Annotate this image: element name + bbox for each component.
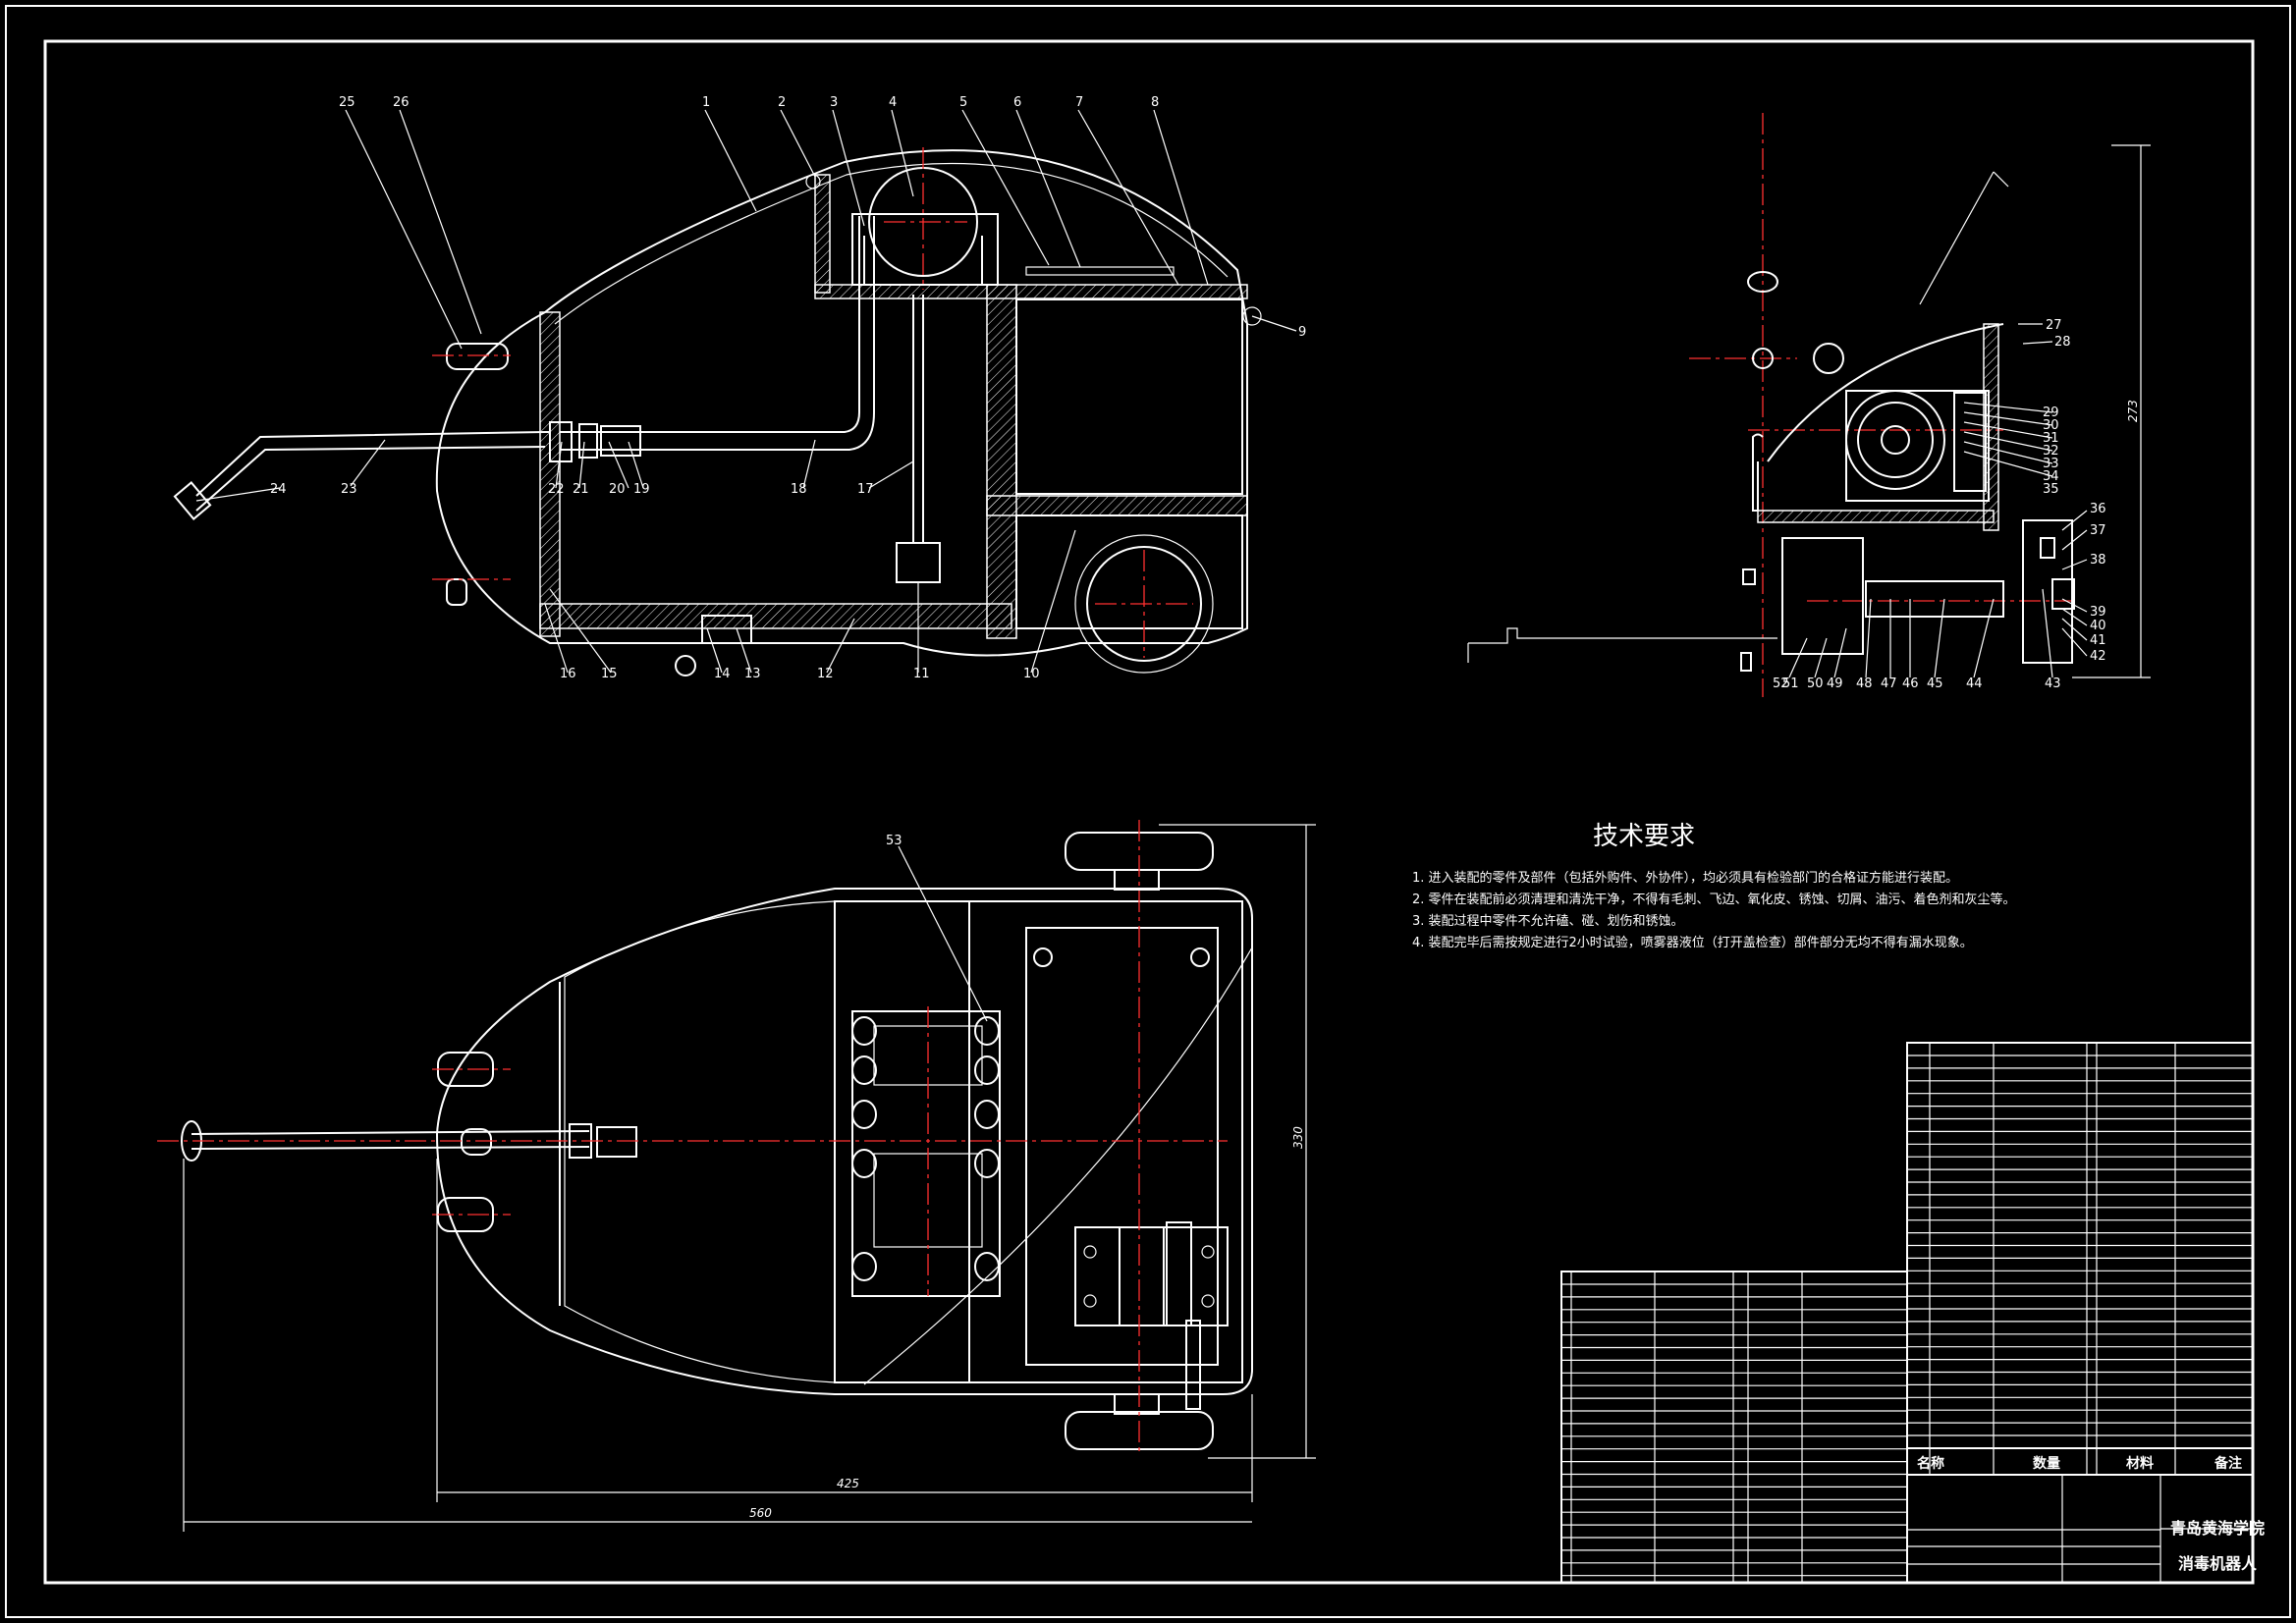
callout-41: 41: [2090, 633, 2106, 648]
callout-39: 39: [2090, 605, 2106, 620]
callout-23: 23: [341, 482, 357, 497]
inner-border: [43, 39, 2255, 1585]
callout-24: 24: [270, 482, 287, 497]
callout-25: 25: [339, 95, 355, 110]
callout-14: 14: [714, 667, 731, 681]
outer-border: [5, 5, 2291, 1618]
dim-top-height: 330: [1291, 1126, 1305, 1149]
callout-4: 4: [889, 95, 897, 110]
callout-44: 44: [1966, 676, 1983, 691]
callout-45: 45: [1927, 676, 1943, 691]
dim-top-width-inner: 425: [837, 1477, 859, 1490]
tech-req-item-4: 4. 装配完毕后需按规定进行2小时试验，喷雾器液位（打开盖检查）部件部分无均不得…: [1412, 935, 1973, 950]
callout-18: 18: [791, 482, 807, 497]
callout-31: 31: [2043, 431, 2059, 446]
callout-48: 48: [1856, 676, 1873, 691]
parts-header-note: 备注: [2214, 1455, 2242, 1472]
callout-42: 42: [2090, 649, 2106, 664]
title-block: 名称 数量 材料 备注 青岛黄海学院 消毒机器人: [1906, 1447, 2265, 1584]
callout-36: 36: [2090, 502, 2106, 516]
tech-req-item-3: 3. 装配过程中零件不允许磕、碰、划伤和锈蚀。: [1412, 913, 1684, 929]
front-section-view: 25 26 1 2 3 4 5 6 7 8 9 24 23 22 21 20 1…: [173, 95, 1306, 681]
callout-13: 13: [744, 667, 761, 681]
callout-8: 8: [1151, 95, 1159, 110]
callout-20: 20: [609, 482, 626, 497]
callout-53: 53: [886, 834, 902, 848]
callout-2: 2: [778, 95, 786, 110]
callout-29: 29: [2043, 406, 2059, 420]
tech-req-item-2: 2. 零件在装配前必须清理和清洗干净，不得有毛刺、飞边、氧化皮、锈蚀、切屑、油污…: [1412, 892, 2016, 907]
callout-34: 34: [2043, 469, 2059, 484]
callout-47: 47: [1881, 676, 1897, 691]
callout-1: 1: [702, 95, 710, 110]
callout-33: 33: [2043, 457, 2059, 471]
callout-5: 5: [959, 95, 967, 110]
callout-22: 22: [548, 482, 565, 497]
callout-37: 37: [2090, 523, 2106, 538]
callout-12: 12: [817, 667, 834, 681]
callout-15: 15: [601, 667, 618, 681]
callout-43: 43: [2045, 676, 2061, 691]
callout-7: 7: [1075, 95, 1083, 110]
callout-40: 40: [2090, 619, 2106, 633]
callout-27: 27: [2046, 318, 2062, 333]
callout-11: 11: [913, 667, 930, 681]
callout-51: 51: [1782, 676, 1799, 691]
callout-10: 10: [1023, 667, 1040, 681]
tech-req-item-1: 1. 进入装配的零件及部件（包括外购件、外协件），均必须具有检验部门的合格证方能…: [1412, 870, 1958, 886]
parts-list-left: [1560, 1271, 1908, 1584]
technical-requirements: 技术要求 1. 进入装配的零件及部件（包括外购件、外协件），均必须具有检验部门的…: [1412, 822, 2016, 950]
dim-side-height: 273: [2126, 400, 2140, 422]
callout-3: 3: [830, 95, 838, 110]
dim-top-width-total: 560: [749, 1506, 772, 1520]
callout-16: 16: [560, 667, 576, 681]
parts-header-name: 名称: [1917, 1455, 1944, 1472]
callout-38: 38: [2090, 553, 2106, 568]
parts-list-right: [1906, 1042, 2254, 1476]
callout-35: 35: [2043, 482, 2059, 497]
parts-header-qty: 数量: [2033, 1455, 2060, 1472]
callout-21: 21: [573, 482, 589, 497]
callout-26: 26: [393, 95, 410, 110]
callout-6: 6: [1013, 95, 1021, 110]
callout-9: 9: [1298, 325, 1306, 340]
callout-28: 28: [2054, 335, 2071, 350]
callout-52: 52: [1773, 676, 1789, 691]
callout-19: 19: [633, 482, 650, 497]
callout-30: 30: [2043, 418, 2059, 433]
top-view: 330 425 560 53: [157, 820, 1316, 1532]
callout-17: 17: [857, 482, 874, 497]
callout-32: 32: [2043, 444, 2059, 459]
drawing-name: 消毒机器人: [2178, 1554, 2258, 1573]
callout-49: 49: [1827, 676, 1843, 691]
school-name: 青岛黄海学院: [2170, 1519, 2265, 1538]
tech-req-title: 技术要求: [1593, 822, 1695, 851]
parts-header-material: 材料: [2126, 1455, 2154, 1472]
callout-50: 50: [1807, 676, 1824, 691]
side-view: 273 27 28: [1467, 113, 2151, 697]
strap-bolts: [851, 1016, 1000, 1281]
callout-46: 46: [1902, 676, 1919, 691]
